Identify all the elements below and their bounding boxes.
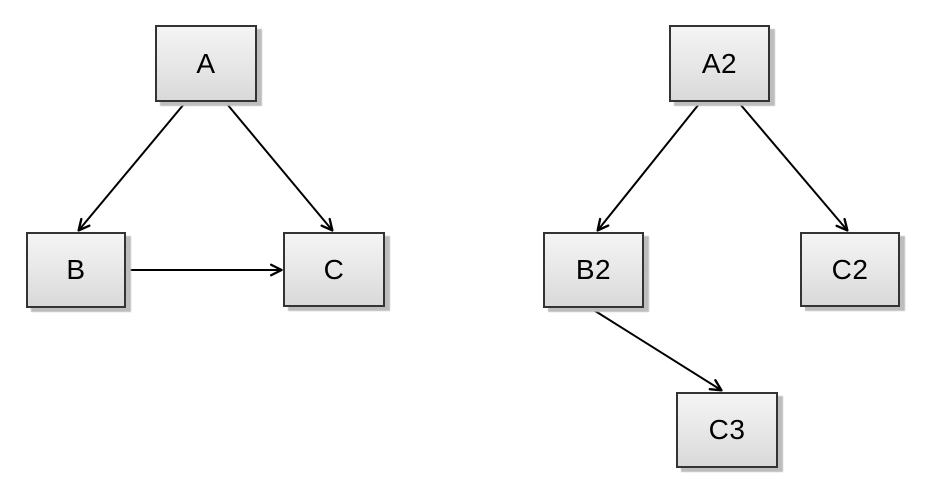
node-A2: A2 bbox=[669, 25, 770, 102]
edge-A-B bbox=[77, 103, 185, 232]
node-label: C2 bbox=[831, 253, 869, 285]
node-C: C bbox=[283, 232, 385, 307]
edge-A2-B2 bbox=[596, 103, 700, 232]
node-label: A2 bbox=[701, 47, 738, 79]
node-B2: B2 bbox=[543, 232, 644, 308]
node-label: B bbox=[66, 254, 86, 285]
node-C3: C3 bbox=[676, 392, 778, 468]
node-C2: C2 bbox=[800, 232, 900, 307]
edge-B2-C3 bbox=[591, 308, 723, 392]
node-A: A bbox=[155, 25, 257, 102]
edge-A2-C2 bbox=[739, 103, 849, 232]
node-label: C3 bbox=[708, 414, 746, 445]
node-B: B bbox=[26, 232, 126, 308]
node-label: A bbox=[196, 47, 216, 79]
node-label: B2 bbox=[575, 254, 612, 285]
edge-A-C bbox=[226, 103, 334, 232]
node-label: C bbox=[323, 253, 345, 285]
